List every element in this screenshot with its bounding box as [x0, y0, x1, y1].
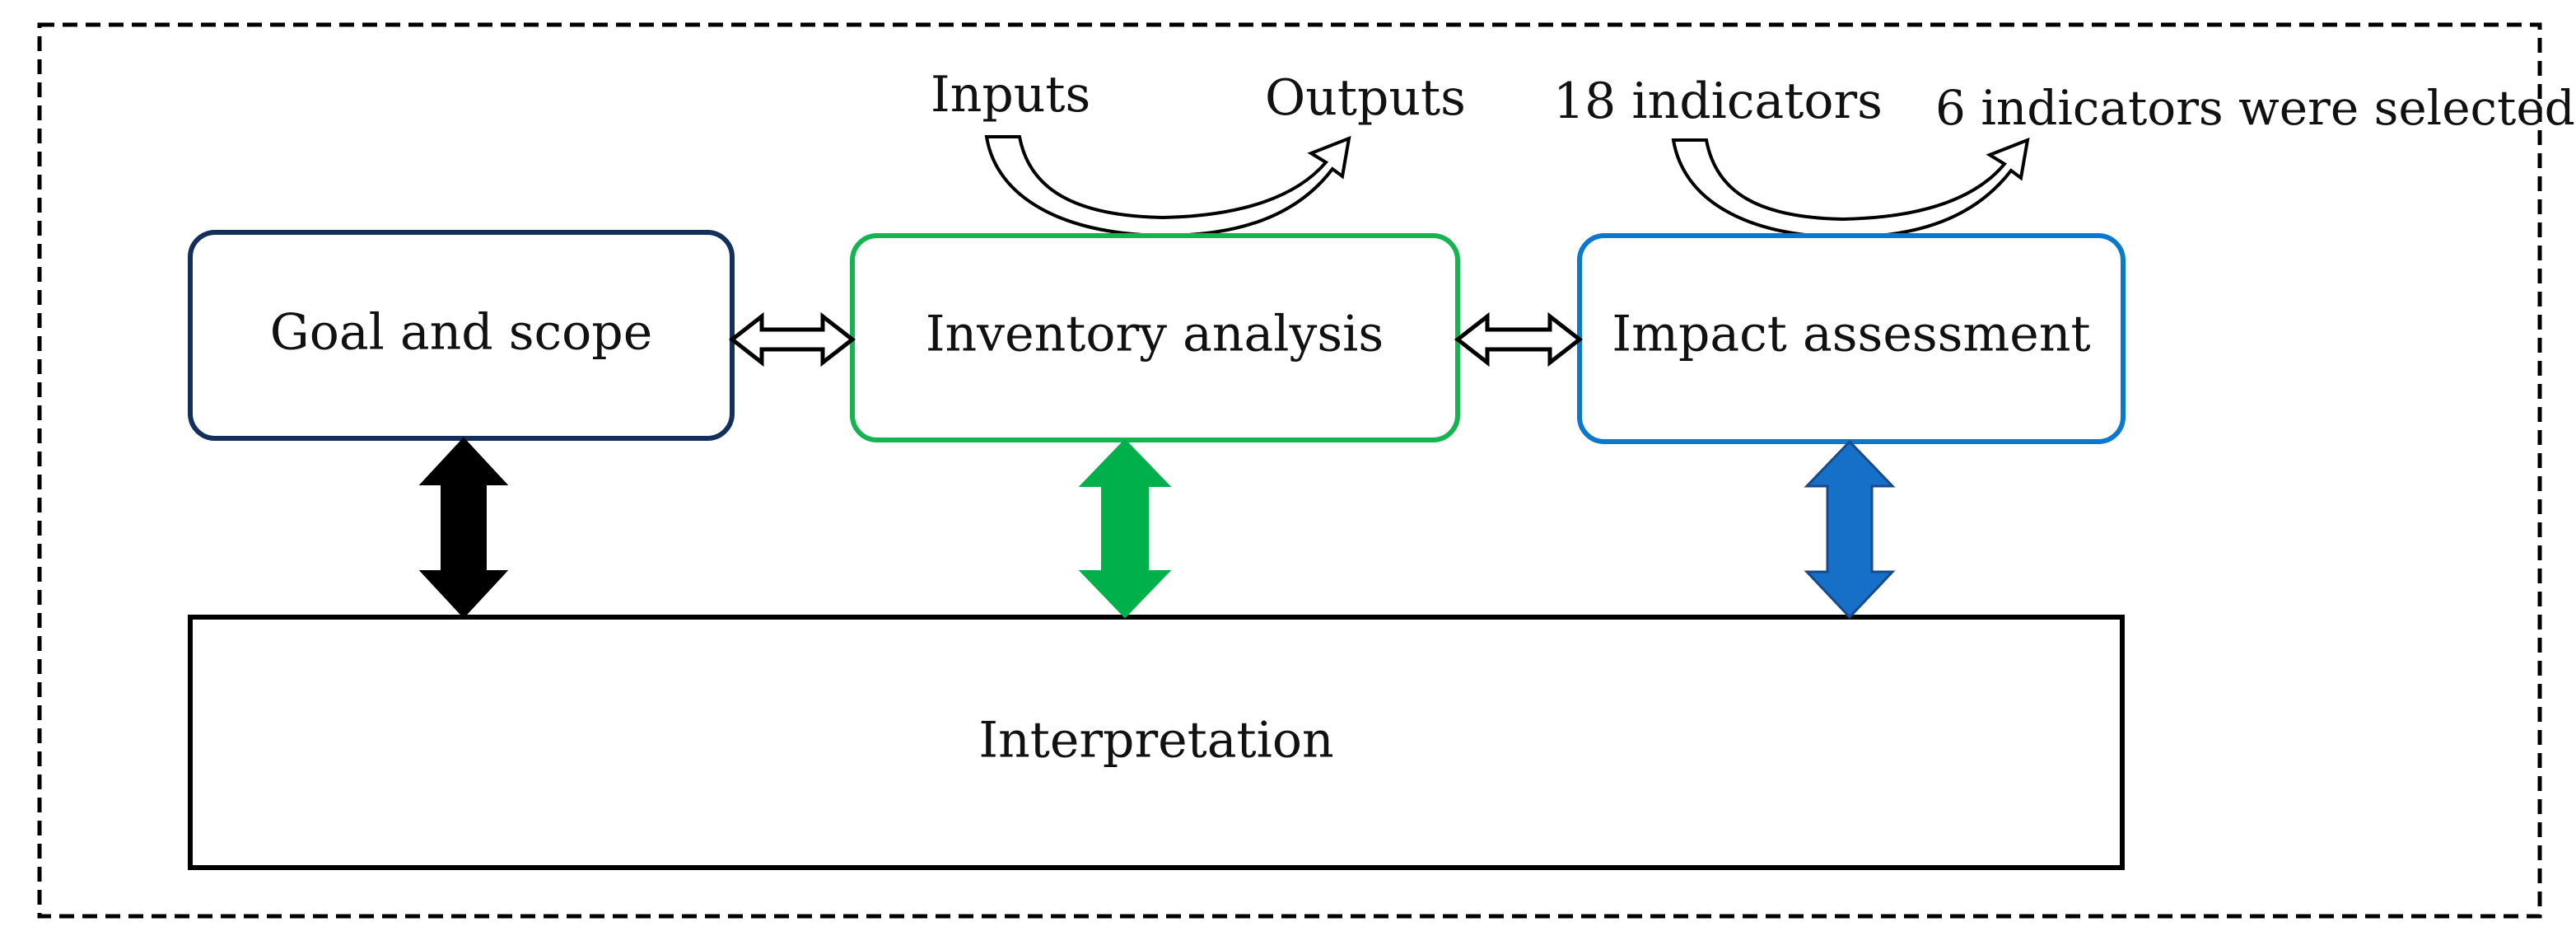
- eighteen-indicators-label: 18 indicators: [1553, 73, 1883, 130]
- inventory-analysis-box: Inventory analysis: [850, 233, 1460, 442]
- inputs-outputs-flow-arrow: [984, 135, 1351, 238]
- interpretation-box: Interpretation: [188, 615, 2125, 870]
- inventory-analysis-label: Inventory analysis: [926, 306, 1384, 363]
- impact-interpretation-double-arrow: [1804, 439, 1896, 620]
- outer-dashed-frame: [37, 22, 2542, 919]
- goal-interpretation-double-arrow: [418, 437, 509, 619]
- outputs-label: Outputs: [1265, 69, 1466, 127]
- six-indicators-selected-label: 6 indicators were selected: [1935, 80, 2575, 136]
- inventory-impact-double-arrow: [1454, 311, 1584, 367]
- goal-and-scope-box: Goal and scope: [188, 230, 735, 441]
- interpretation-label: Interpretation: [978, 712, 1333, 770]
- goal-and-scope-label: Goal and scope: [270, 304, 652, 362]
- inputs-label: Inputs: [931, 66, 1090, 124]
- impact-assessment-label: Impact assessment: [1612, 306, 2090, 363]
- goal-inventory-double-arrow: [728, 311, 856, 367]
- indicators-selection-flow-arrow: [1671, 137, 2030, 240]
- impact-assessment-box: Impact assessment: [1577, 233, 2126, 444]
- inventory-interpretation-double-arrow: [1078, 438, 1172, 619]
